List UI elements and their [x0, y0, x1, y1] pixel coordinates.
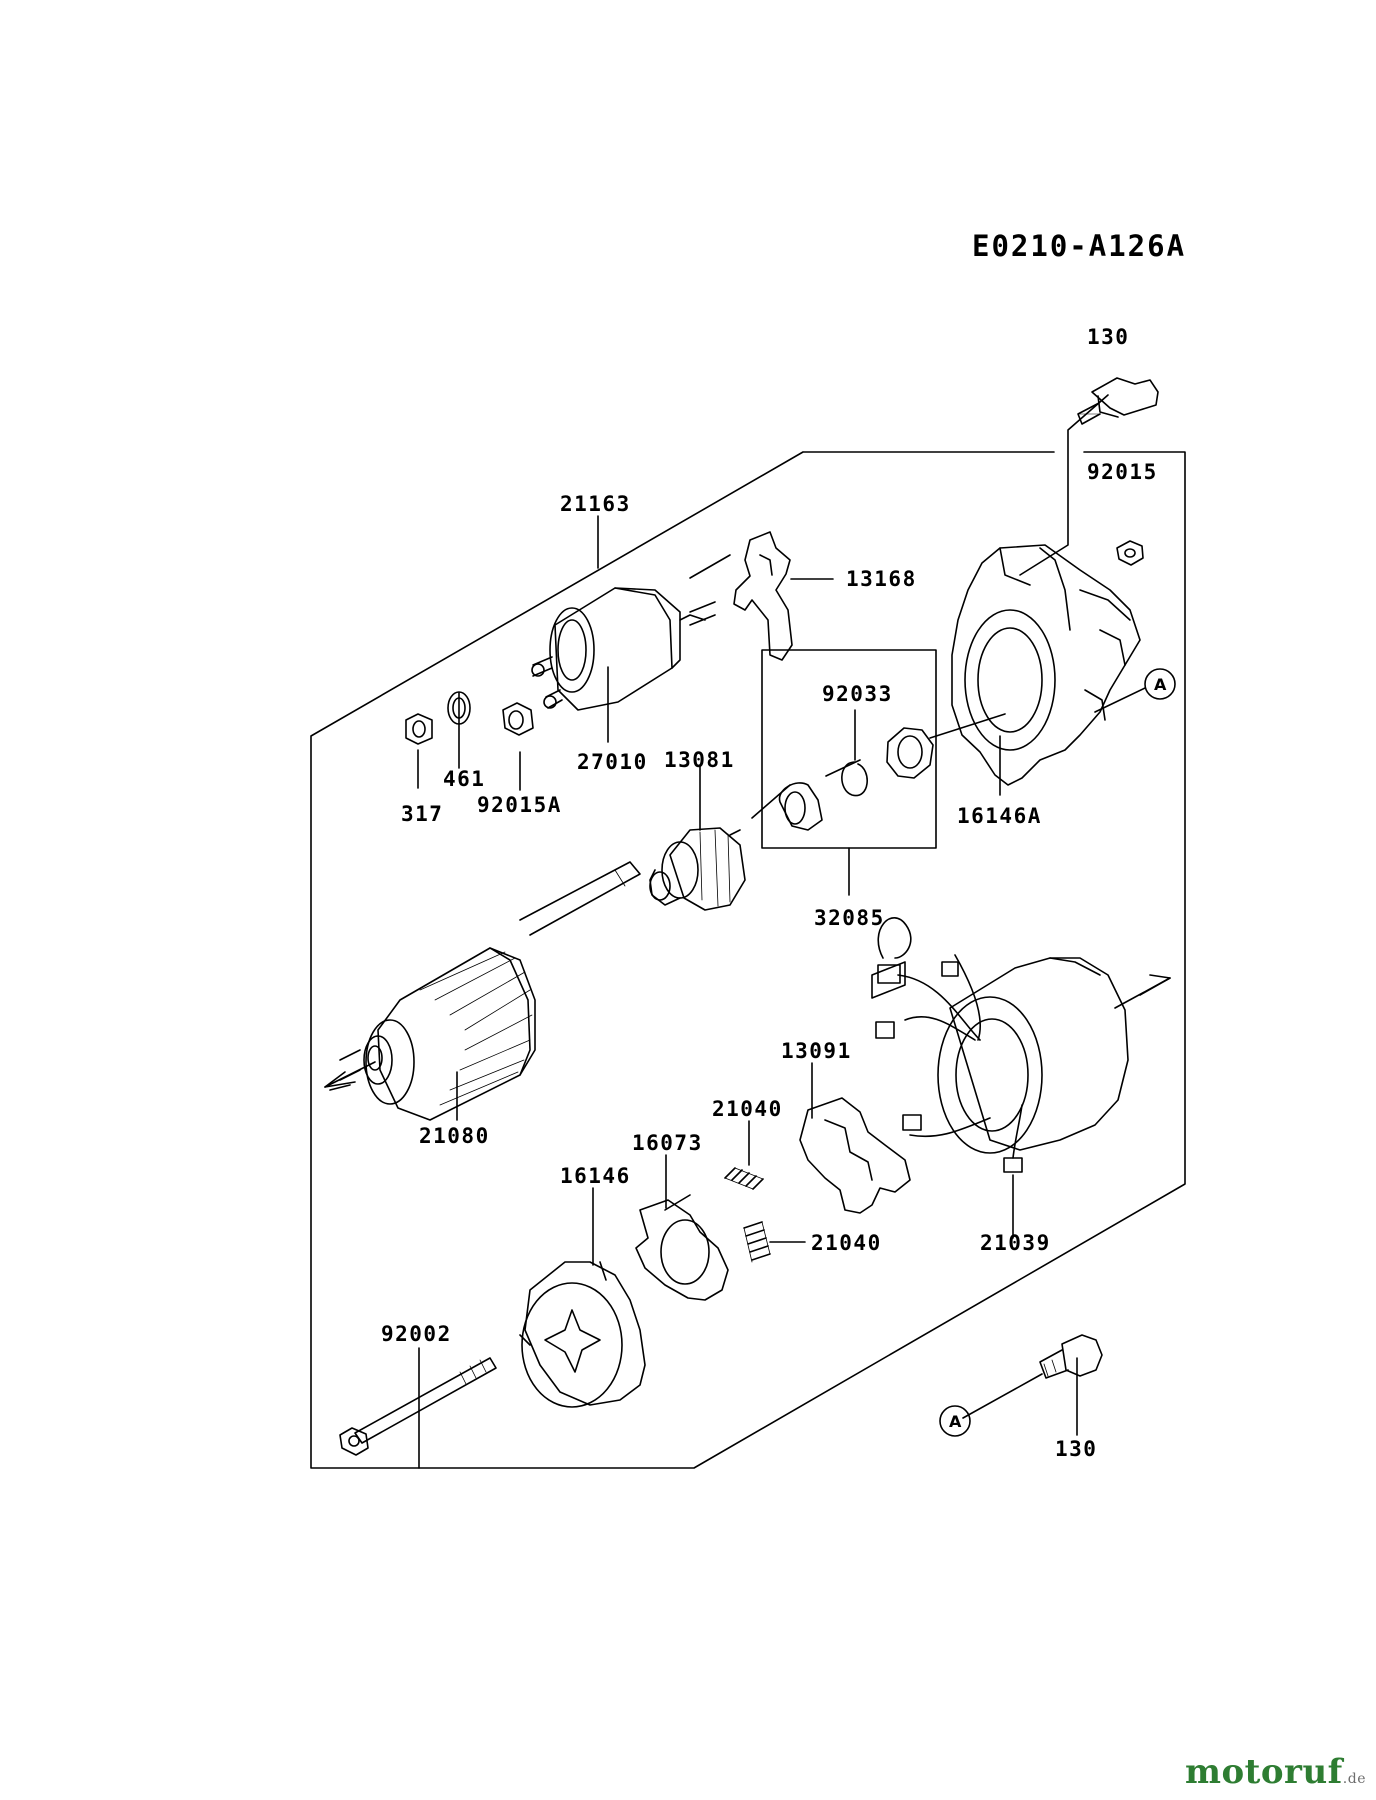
pinion-13081 — [649, 827, 746, 911]
label-27010: 27010 — [577, 750, 648, 774]
watermark: motoruf.de — [1185, 1752, 1366, 1792]
washer-461 — [447, 691, 471, 725]
assembly-boundary — [310, 451, 1186, 1469]
nut-92015A — [502, 702, 534, 736]
housing-16146A — [951, 544, 1141, 786]
label-16146: 16146 — [560, 1164, 631, 1188]
ref-a-top: A — [1154, 675, 1167, 694]
snap-ring-92033 — [841, 761, 868, 797]
label-13091: 13091 — [781, 1039, 852, 1063]
armature-21080 — [339, 861, 641, 1121]
solenoid-switch-27010 — [531, 587, 716, 711]
lever-13168 — [733, 531, 793, 661]
rear-housing-16146 — [519, 1261, 646, 1408]
spring-21040-upper — [724, 1167, 764, 1190]
label-461: 461 — [443, 767, 485, 791]
label-92033: 92033 — [822, 682, 893, 706]
label-92015: 92015 — [1087, 460, 1158, 484]
retainer-ring — [886, 727, 934, 779]
label-317: 317 — [401, 802, 443, 826]
watermark-tld: .de — [1342, 1771, 1366, 1787]
label-13168: 13168 — [846, 567, 917, 591]
bolt-130-top — [1077, 377, 1159, 425]
label-130-top: 130 — [1087, 325, 1129, 349]
watermark-name: motoruf — [1185, 1752, 1343, 1792]
label-21163: 21163 — [560, 492, 631, 516]
brush-holder-13091 — [799, 1097, 911, 1214]
label-130-bottom: 130 — [1055, 1437, 1097, 1461]
label-92015A: 92015A — [477, 793, 562, 817]
diagram-code: E0210-A126A — [972, 229, 1186, 263]
label-21080: 21080 — [419, 1124, 490, 1148]
stop-collar — [778, 782, 823, 831]
lead-wire-21039 — [871, 917, 912, 999]
yoke-field-coil — [897, 954, 1129, 1159]
through-bolt-92002 — [339, 1357, 497, 1456]
bolt-130-bottom — [1039, 1334, 1103, 1379]
label-21040-lower: 21040 — [811, 1231, 882, 1255]
label-13081: 13081 — [664, 748, 735, 772]
nut-317 — [405, 713, 433, 745]
label-16073: 16073 — [632, 1131, 703, 1155]
label-92002: 92002 — [381, 1322, 452, 1346]
ref-marker-a-bottom — [939, 1405, 971, 1437]
label-21039: 21039 — [980, 1231, 1051, 1255]
brushes — [875, 961, 1023, 1173]
label-21040-upper: 21040 — [712, 1097, 783, 1121]
ref-a-bottom: A — [949, 1412, 962, 1431]
label-32085: 32085 — [814, 906, 885, 930]
brush-plate-16073 — [635, 1199, 729, 1301]
ref-marker-a-top — [1144, 668, 1176, 700]
label-16146A: 16146A — [957, 804, 1042, 828]
nut-92015 — [1116, 540, 1144, 566]
spring-21040-lower — [743, 1221, 771, 1263]
leader-lines — [324, 394, 1171, 1469]
